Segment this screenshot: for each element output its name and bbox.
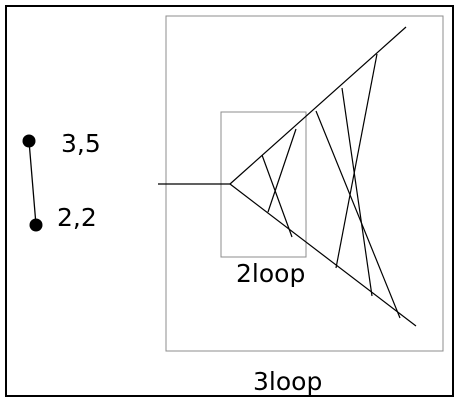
point-node-bottom xyxy=(29,218,43,232)
inner-loop-label: 2loop xyxy=(236,259,305,288)
cone-chord xyxy=(335,53,378,269)
cone-upper-edge xyxy=(229,26,407,185)
point-label-top: 3,5 xyxy=(61,129,101,158)
inner-loop-box xyxy=(220,111,307,258)
point-connector-line xyxy=(28,140,37,226)
point-label-bottom: 2,2 xyxy=(57,203,97,232)
cone-chord xyxy=(267,128,297,213)
outer-loop-label: 3loop xyxy=(253,367,322,396)
cone-chord xyxy=(261,154,293,238)
cone-chord xyxy=(341,87,373,297)
cone-lower-edge xyxy=(229,183,417,327)
outer-border xyxy=(5,5,454,397)
point-node-top xyxy=(22,134,36,148)
cone-chord xyxy=(315,110,401,319)
